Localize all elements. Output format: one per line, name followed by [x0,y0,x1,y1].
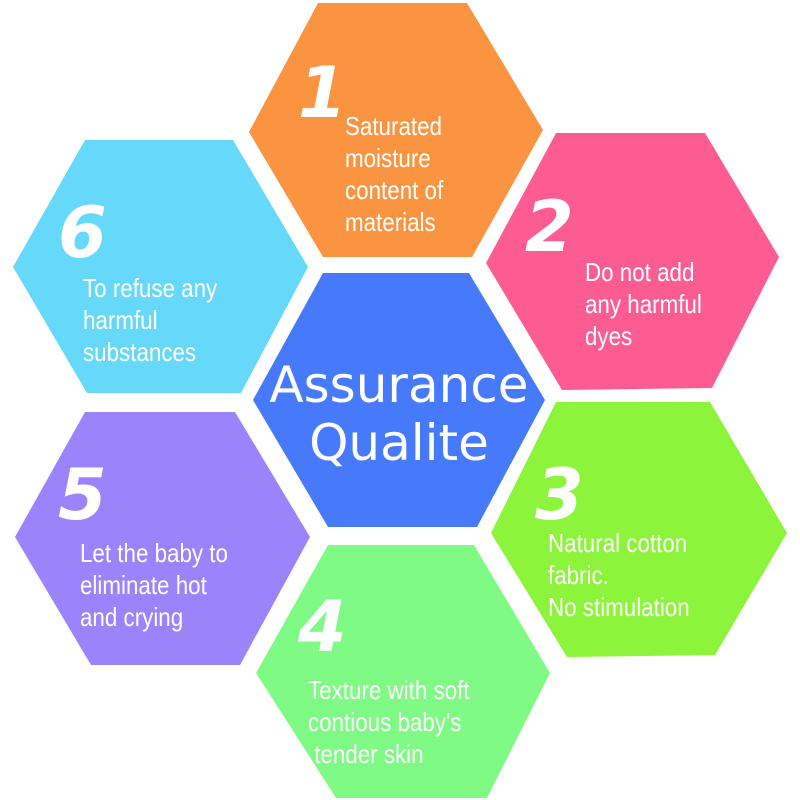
text-line: Natural cotton [548,528,688,558]
text-line: eliminate hot [80,570,207,600]
text-line: tender skin [308,739,424,769]
hexagon-1 [249,3,543,257]
text-line: Texture with soft [308,675,470,705]
item-5-text: Let the baby to eliminate hot and crying [80,537,228,633]
item-4-number: 4 [298,586,347,668]
item-5-number: 5 [58,454,107,536]
item-6-number: 6 [58,192,107,274]
item-1-text: Saturated moisture content of materials [345,110,443,238]
text-line: To refuse any [83,273,218,303]
hexagon-6 [13,140,308,393]
hexagon-4 [256,545,550,798]
text-line: any harmful [585,289,702,319]
hexagon-3 [491,402,787,657]
item-1-number: 1 [298,52,347,134]
text-line: content of [345,175,444,205]
text-line: Do not add [585,257,695,287]
text-line: and crying [80,602,184,632]
hexagon-5 [15,412,310,665]
item-3-number: 3 [535,454,584,536]
item-4-text: Texture with soft contious baby's tender… [308,674,470,770]
text-line: moisture [345,143,431,173]
text-line: dyes [585,321,633,351]
text-line: harmful [83,305,158,335]
item-3-text: Natural cotton fabric. No stimulation [548,527,690,623]
center-title-line1: Assurance [269,356,529,414]
hexagon-2 [486,133,779,390]
hexagon-center [253,273,545,527]
item-6-text: To refuse any harmful substances [83,272,217,368]
item-2-text: Do not add any harmful dyes [585,256,702,352]
text-line: contious baby's [308,707,462,737]
text-line: No stimulation [548,592,690,622]
center-title-line2: Qualite [309,414,489,472]
text-line: substances [83,337,197,367]
text-line: Let the baby to [80,538,228,568]
text-line: fabric. [548,560,609,590]
text-line: Saturated [345,111,442,141]
text-line: materials [345,207,436,237]
item-2-number: 2 [525,186,574,268]
